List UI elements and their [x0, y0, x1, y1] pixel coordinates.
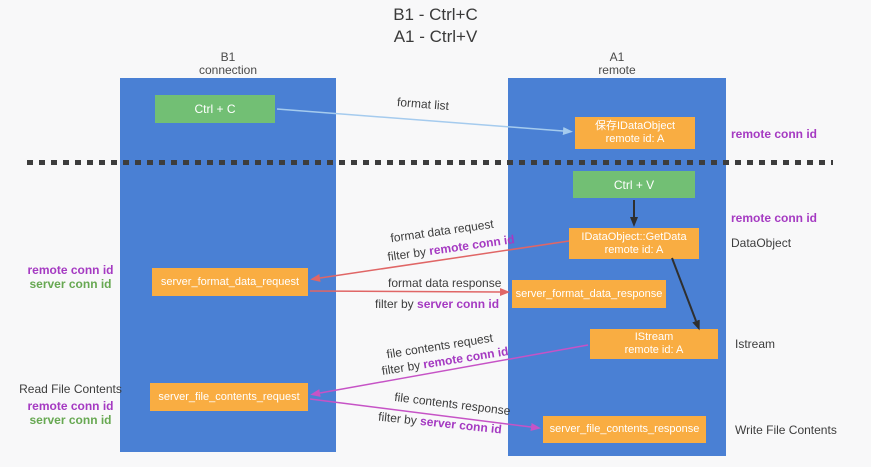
- node-server-format-data-response-label: server_format_data_response: [515, 287, 663, 300]
- node-server-file-contents-response-label: server_file_contents_response: [549, 423, 700, 435]
- column-b1-subtitle: connection: [198, 63, 258, 77]
- edge-label-format-data-response-filter: filter by server conn id: [375, 297, 499, 311]
- server-conn-id-key: server conn id: [419, 413, 503, 437]
- node-save-idataobject-line2: remote id: A: [605, 133, 665, 145]
- node-server-file-contents-request-label: server_file_contents_request: [158, 390, 300, 403]
- server-conn-id-label: server conn id: [29, 277, 112, 291]
- column-a1-title: A1: [609, 50, 625, 64]
- node-server-file-contents-request: server_file_contents_request: [150, 383, 308, 411]
- column-a1-subtitle: remote: [598, 63, 636, 77]
- node-istream-line2: remote id: A: [624, 344, 684, 356]
- node-ctrl-c: Ctrl + C: [155, 95, 275, 123]
- edge-label-format-list: format list: [396, 94, 450, 114]
- arrow-format-data-response: [309, 288, 510, 296]
- node-server-format-data-request-label: server_format_data_request: [160, 275, 300, 288]
- annotation-dataobject: DataObject: [731, 236, 792, 250]
- column-header-b1: B1 connection: [128, 51, 328, 77]
- server-conn-id-key: server conn id: [417, 297, 500, 311]
- node-server-file-contents-response: server_file_contents_response: [543, 416, 706, 443]
- node-save-idataobject: 保存IDataObject remote id: A: [575, 117, 695, 149]
- annotation-format-conn-ids: remote conn id server conn id: [18, 263, 123, 291]
- filter-by-text: filter by: [386, 244, 431, 264]
- node-istream-line1: IStream: [634, 331, 674, 343]
- filter-by-text: filter by: [375, 297, 418, 311]
- node-ctrl-v-label: Ctrl + V: [613, 177, 655, 192]
- node-save-idataobject-line1: 保存IDataObject: [594, 120, 676, 132]
- phase-divider-dashed-line: [27, 160, 833, 165]
- page-title: B1 - Ctrl+C A1 - Ctrl+V: [0, 4, 871, 48]
- annotation-write-file-contents: Write File Contents: [735, 423, 837, 437]
- title-line-2: A1 - Ctrl+V: [393, 27, 478, 46]
- node-server-format-data-response: server_format_data_response: [512, 280, 666, 308]
- read-file-contents-label: Read File Contents: [19, 382, 122, 396]
- column-b1-title: B1: [220, 50, 236, 64]
- edge-label-format-data-response: format data response: [388, 276, 502, 290]
- annotation-remote-conn-id-dataobject: remote conn id: [731, 211, 818, 225]
- node-idataobject-getdata: IDataObject::GetData remote id: A: [569, 228, 699, 259]
- node-server-format-data-request: server_format_data_request: [152, 268, 308, 296]
- remote-conn-id-label: remote conn id: [27, 399, 114, 413]
- remote-conn-id-label: remote conn id: [27, 263, 114, 277]
- node-ctrl-c-label: Ctrl + C: [194, 102, 236, 116]
- node-idataobject-getdata-line2: remote id: A: [604, 243, 664, 256]
- annotation-istream: Istream: [735, 337, 776, 351]
- node-idataobject-getdata-line1: IDataObject::GetData: [581, 230, 687, 243]
- title-line-1: B1 - Ctrl+C: [393, 5, 478, 24]
- column-header-a1: A1 remote: [517, 51, 717, 77]
- annotation-read-file-contents: Read File Contents remote conn id server…: [18, 382, 123, 427]
- filter-by-text: filter by: [377, 409, 421, 428]
- annotation-remote-conn-id-top: remote conn id: [731, 127, 818, 141]
- node-ctrl-v: Ctrl + V: [573, 171, 695, 198]
- server-conn-id-label: server conn id: [29, 413, 112, 427]
- node-istream: IStream remote id: A: [590, 329, 718, 359]
